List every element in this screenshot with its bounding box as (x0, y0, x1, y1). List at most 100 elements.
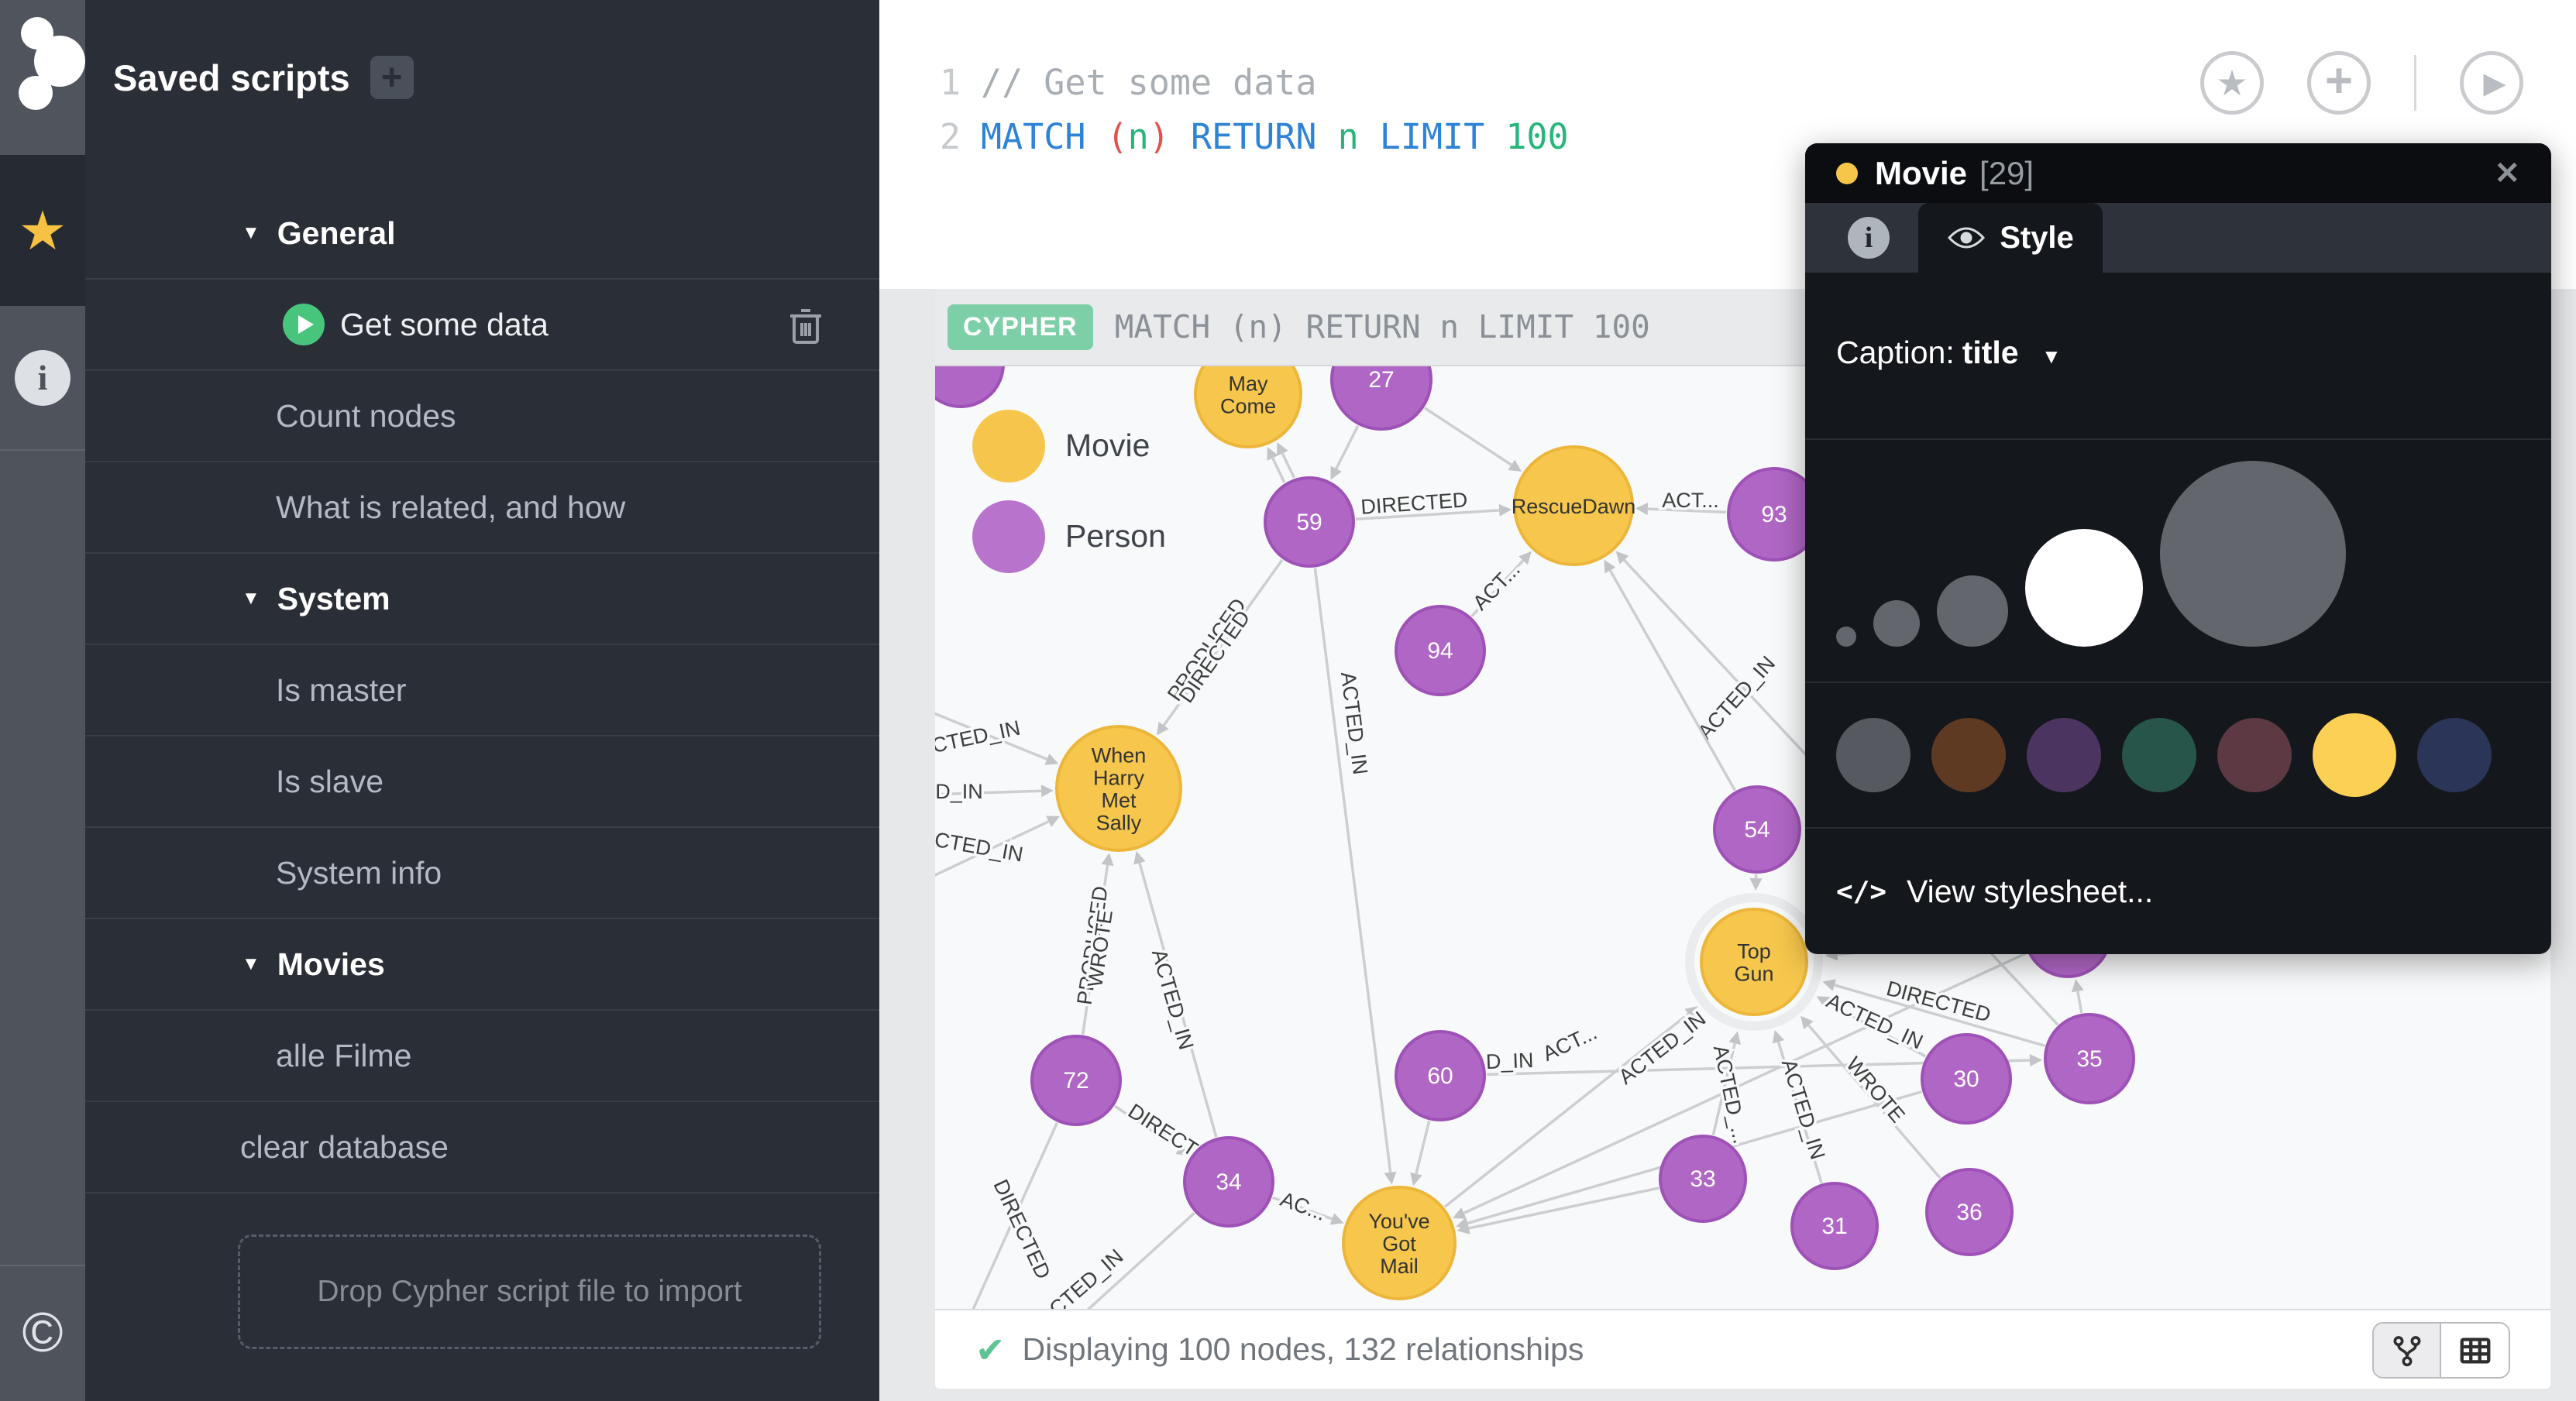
graph-node-rescuedawn[interactable] (1513, 445, 1634, 566)
tab-style[interactable]: Style (1918, 203, 2103, 273)
graph-edge[interactable] (1647, 507, 1727, 514)
graph-edge[interactable] (1162, 558, 1284, 726)
graph-node-34[interactable] (1183, 1136, 1274, 1228)
node-caption: 93 (1761, 502, 1787, 527)
graph-node-nTL[interactable] (935, 366, 1005, 408)
neo4j-logo[interactable] (0, 0, 85, 155)
graph-edge[interactable] (1470, 559, 1525, 618)
graph-edge[interactable] (1834, 984, 2045, 1048)
color-option[interactable] (1931, 718, 2006, 792)
script-drop-zone[interactable]: Drop Cypher script file to import (238, 1234, 821, 1349)
sidebar-tab-information[interactable]: i (0, 306, 85, 449)
graph-edge[interactable] (1355, 509, 1500, 521)
graph-node-36[interactable] (1925, 1168, 2014, 1256)
graph-node-72[interactable] (1030, 1035, 1122, 1126)
add-frame-button[interactable]: + (2307, 51, 2371, 115)
graph-edge[interactable] (1271, 1196, 1333, 1221)
sidebar-item-alle-filme[interactable]: alle Filme (85, 1011, 879, 1102)
graph-edge[interactable] (1776, 1041, 1823, 1184)
caption-selector[interactable]: Caption:title ▼ (1805, 273, 2551, 440)
sidebar-item-get-some-data[interactable]: Get some data (85, 280, 879, 371)
sidebar-item-is-slave[interactable]: Is slave (85, 737, 879, 828)
editor-line[interactable]: 1// Get some data (879, 56, 2576, 110)
graph-edge[interactable] (1711, 1042, 1736, 1135)
run-script-icon[interactable] (283, 304, 325, 345)
graph-edge[interactable] (1826, 1001, 1927, 1058)
sidebar-section-general[interactable]: ▼General (85, 188, 879, 280)
graph-edge[interactable] (1081, 864, 1109, 1035)
legend-item-movie[interactable]: Movie (972, 400, 1166, 491)
graph-node-31[interactable] (1790, 1182, 1879, 1270)
graph-node-60[interactable] (1395, 1030, 1486, 1121)
color-option-selected[interactable] (2313, 713, 2396, 797)
add-script-button[interactable]: + (370, 56, 414, 99)
size-option[interactable] (1836, 627, 1856, 647)
sidebar-item-is-master[interactable]: Is master (85, 645, 879, 737)
size-option[interactable] (1937, 575, 2008, 647)
graph-node-you've-got-mail[interactable] (1342, 1186, 1457, 1300)
color-option[interactable] (1836, 718, 1911, 792)
table-view-button[interactable] (2441, 1324, 2509, 1377)
graph-edge[interactable] (1443, 1012, 1690, 1208)
graph-edge[interactable] (935, 820, 1050, 900)
graph-node-94[interactable] (1395, 605, 1486, 696)
graph-node-59[interactable] (1264, 476, 1355, 568)
graph-edge[interactable] (1424, 407, 1512, 466)
tab-style-label: Style (2000, 220, 2074, 255)
graph-edge[interactable] (2076, 991, 2083, 1014)
edge-label: AC... (1278, 1187, 1329, 1225)
tab-information[interactable]: i (1848, 217, 1890, 259)
size-option[interactable] (2160, 461, 2346, 647)
graph-node-27[interactable] (1330, 366, 1432, 431)
graph-edge[interactable] (1271, 457, 1286, 483)
graph-node-30[interactable] (1921, 1033, 2012, 1125)
graph-edge[interactable] (1335, 425, 1360, 470)
graph-edge[interactable] (965, 1122, 1058, 1309)
graph-edge[interactable] (1463, 951, 2028, 1214)
graph-visualization[interactable]: DIRECTEDPRODUCEDACTED_INACT...ACT...ACTE… (935, 366, 2550, 1309)
close-icon[interactable]: ✕ (2494, 156, 2520, 191)
sidebar-item-what-is-related-and-how[interactable]: What is related, and how (85, 462, 879, 554)
favorite-query-button[interactable]: ★ (2200, 51, 2264, 115)
graph-view-button[interactable] (2374, 1324, 2441, 1377)
graph-edge[interactable] (935, 692, 1048, 761)
graph-edge[interactable] (935, 789, 1042, 796)
graph-edge[interactable] (1807, 1024, 1941, 1180)
color-option[interactable] (2417, 718, 2492, 792)
color-option[interactable] (2122, 718, 2196, 792)
sidebar-section-system[interactable]: ▼System (85, 554, 879, 645)
graph-edge[interactable] (1415, 1120, 1431, 1175)
trash-icon[interactable] (786, 306, 825, 354)
color-option[interactable] (2217, 718, 2292, 792)
graph-edge[interactable] (1281, 452, 1295, 479)
graph-edge[interactable] (1138, 862, 1218, 1138)
graph-edge[interactable] (1313, 568, 1392, 1173)
graph-edge[interactable] (1608, 569, 1736, 791)
info-icon: i (1864, 221, 1873, 254)
sidebar-tab-favorites[interactable]: ★ (0, 155, 85, 306)
legend-item-person[interactable]: Person (972, 491, 1166, 582)
graph-node-33[interactable] (1659, 1135, 1747, 1223)
sidebar-item-clear-database[interactable]: clear database (85, 1102, 879, 1193)
view-stylesheet-link[interactable]: </> View stylesheet... (1805, 829, 2551, 954)
graph-node-when-harry-met-sally[interactable] (1055, 725, 1182, 852)
graph-node-top-gun[interactable] (1700, 908, 1808, 1016)
run-query-button[interactable]: ▶ (2460, 51, 2523, 115)
sidebar-item-count-nodes[interactable]: Count nodes (85, 371, 879, 462)
graph-edge[interactable] (1468, 1186, 1659, 1230)
graph-edge[interactable] (1113, 1104, 1180, 1150)
size-option[interactable] (1873, 600, 1920, 647)
graph-node-35[interactable] (2044, 1013, 2135, 1104)
copyright-tab[interactable]: © (0, 1265, 85, 1401)
graph-edge[interactable] (1055, 1212, 1195, 1309)
color-option[interactable] (2027, 718, 2101, 792)
graph-node-may-come[interactable] (1194, 366, 1302, 448)
size-option-selected[interactable] (2025, 529, 2143, 647)
edge-arrowhead (1044, 753, 1059, 765)
graph-node-54[interactable] (1713, 785, 1801, 874)
sidebar-section-movies[interactable]: ▼Movies (85, 919, 879, 1011)
sidebar-item-system-info[interactable]: System info (85, 828, 879, 919)
